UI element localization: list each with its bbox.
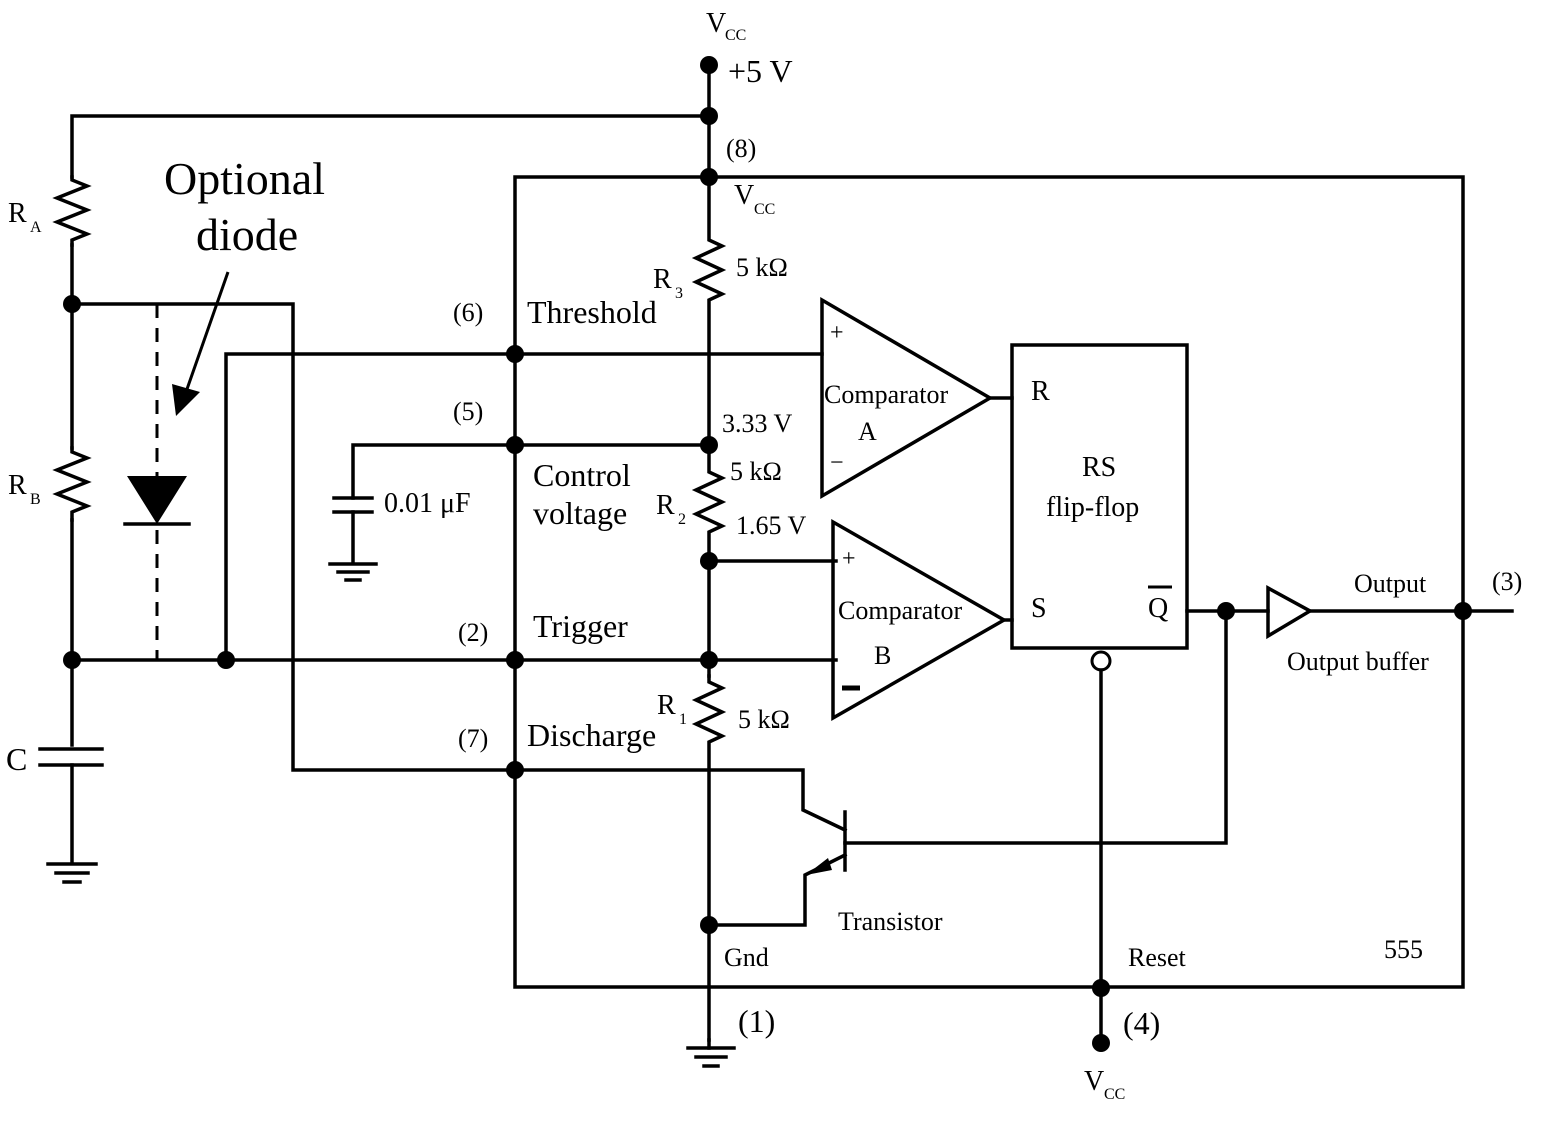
output-label: Output [1354,569,1427,598]
chip-outline [513,175,1465,989]
transistor-label: Transistor [838,907,943,936]
control-voltage-label-2: voltage [533,495,627,531]
capacitor-c [38,747,104,864]
comp-b-label-2: B [874,641,891,670]
lower-threshold-voltage: 1.65 V [736,511,807,540]
pin-4-label: (4) [1123,1005,1160,1041]
rs-flip-flop [1010,343,1189,650]
ra-rb-node [63,243,517,772]
diode-pointer-arrow [172,271,230,416]
output-buffer [1266,585,1314,640]
discharge-label: Discharge [527,717,656,753]
c-label: C [6,741,27,777]
comp-a-minus: − [830,450,844,476]
ff-label-1: RS [1082,452,1116,483]
pin-6-label: (6) [453,298,483,327]
vcc-top-label: V [706,8,726,39]
rb-label: R [8,470,27,501]
optional-diode [123,304,191,660]
ground-symbol-gnd [686,1038,736,1068]
vcc-inside-label: V [734,180,754,211]
resistor-r3 [691,175,727,447]
r3-value: 5 kΩ [736,253,788,282]
pin-5-label: (5) [453,397,483,426]
ff-s-input: S [1031,593,1047,624]
reset-bubble [1090,650,1112,672]
discharge-transistor [513,768,848,927]
comp-a-plus: + [830,320,844,346]
vcc-inside-sub: CC [754,201,775,218]
output-buffer-label: Output buffer [1287,647,1429,676]
control-voltage-net [328,436,718,582]
threshold-label: Threshold [527,294,657,330]
comp-a-label-1: Comparator [824,380,949,409]
rb-sub: B [30,491,41,508]
vcc-bottom-sub: CC [1104,1086,1125,1103]
ground-symbol-c [46,862,98,884]
ra-label: R [8,198,27,229]
comparator-a [820,296,994,500]
r2-value: 5 kΩ [730,457,782,486]
r2-sub: 2 [678,511,686,528]
ff-label-2: flip-flop [1046,492,1139,523]
r1-value: 5 kΩ [738,705,790,734]
resistor-r2 [691,443,727,563]
pin-3-label: (3) [1492,567,1522,596]
resistor-ra [52,175,92,247]
chip-number-label: 555 [1384,935,1423,964]
pin-8-label: (8) [726,134,756,163]
control-cap-value: 0.01 μF [384,488,471,519]
resistor-r1 [691,674,727,1042]
r2-label: R [656,490,675,521]
control-voltage-label-1: Control [533,457,631,493]
ff-q-bar-output: Q [1148,593,1168,624]
resistor-rb [52,446,92,522]
comp-b-plus: + [842,546,856,572]
vcc-top-sub: CC [725,27,746,44]
vcc-bottom-label: V [1084,1066,1104,1097]
comp-a-label-2: A [858,417,877,446]
r1-sub: 1 [679,711,687,728]
gnd-label: Gnd [724,943,769,972]
comparator-b [831,518,1008,722]
trigger-label: Trigger [533,608,628,644]
ra-sub: A [30,219,42,236]
supply-voltage: +5 V [728,53,793,89]
r3-sub: 3 [675,285,683,302]
comp-b-label-1: Comparator [838,596,963,625]
r3-label: R [653,264,672,295]
pin-7-label: (7) [458,724,488,753]
pin-2-label: (2) [458,618,488,647]
optional-diode-label-2: diode [196,209,298,260]
pin-1-label: (1) [738,1003,775,1039]
optional-diode-label-1: Optional [164,153,325,204]
upper-threshold-voltage: 3.33 V [722,409,793,438]
ff-r-input: R [1031,376,1050,407]
reset-label: Reset [1128,943,1187,972]
r1-label: R [657,690,676,721]
